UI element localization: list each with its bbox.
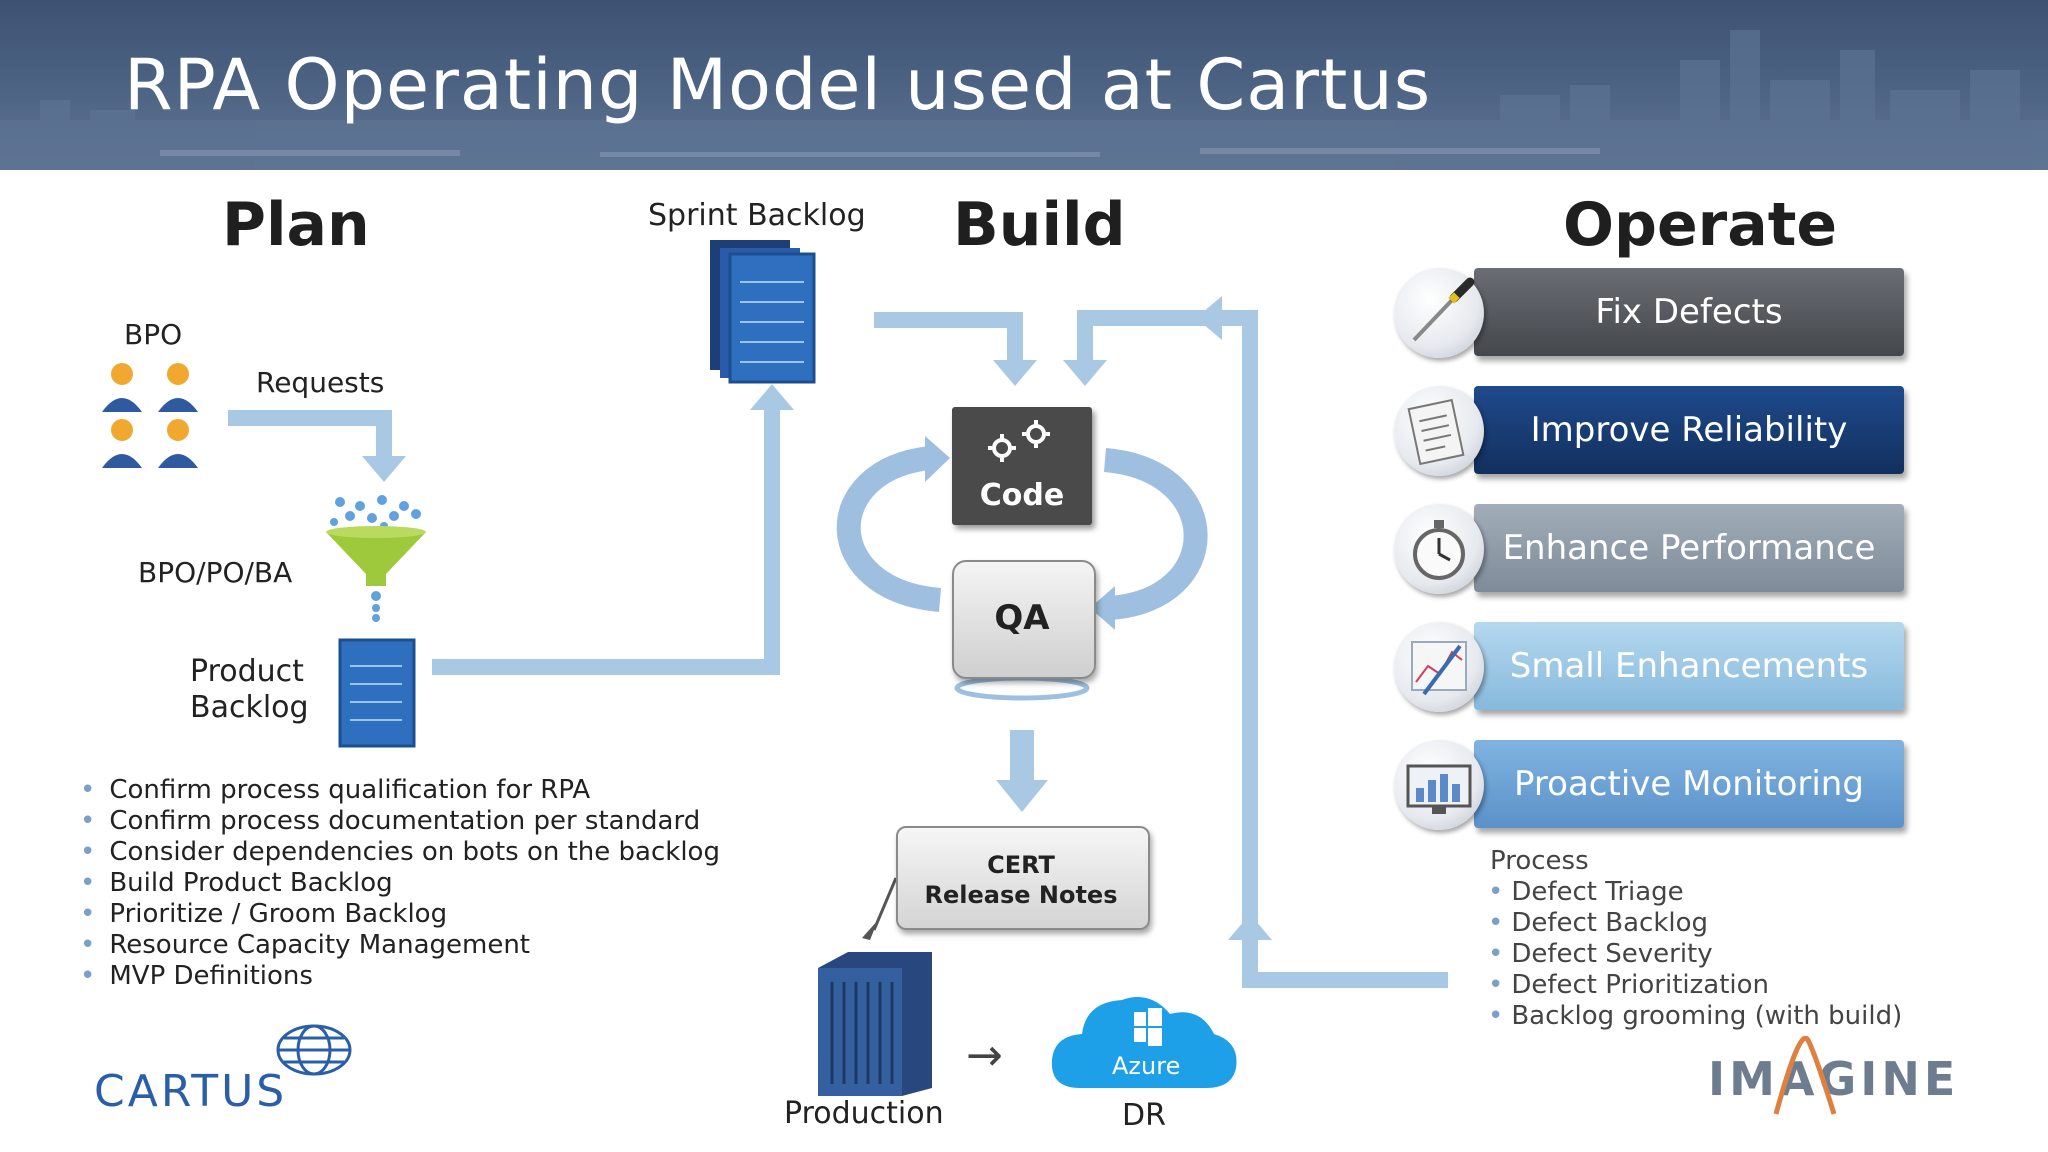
sprint-to-code-arrow: [874, 312, 1023, 360]
qa-to-cert-arrow: [1010, 730, 1034, 782]
chart-pen-icon: [1394, 622, 1484, 712]
qa-swirl: [954, 675, 1090, 701]
enhance-performance-button: Enhance Performance: [1474, 504, 1904, 592]
process-list: Defect Triage Defect Backlog Defect Seve…: [1488, 877, 1902, 1032]
imagine-logo: IMAGINE: [1708, 1052, 1960, 1106]
stopwatch-icon: [1394, 504, 1484, 594]
people-icon: [102, 363, 198, 468]
plan-bullet: Consider dependencies on bots on the bac…: [80, 837, 720, 868]
azure-cloud-icon: [1051, 997, 1237, 1088]
funnel-icon: [326, 495, 426, 622]
plan-bullet: Confirm process qualification for RPA: [80, 775, 720, 806]
plan-bullet: MVP Definitions: [80, 961, 720, 992]
requests-arrow: [228, 410, 392, 458]
process-item: Defect Severity: [1488, 939, 1902, 970]
cartus-logo: CARTUS: [94, 1066, 288, 1117]
requests-label: Requests: [256, 366, 385, 399]
clipboard-icon: [1394, 386, 1484, 476]
product-backlog-label: Product Backlog: [190, 654, 309, 725]
proactive-monitoring-button: Proactive Monitoring: [1474, 740, 1904, 828]
cert-release-notes-box: [896, 826, 1150, 930]
imagine-logo-swoosh: [1773, 1036, 1837, 1115]
cartus-globe-icon: [276, 1024, 352, 1076]
cycle-left-arrow: [836, 446, 942, 612]
cert-to-production-arrow: [872, 877, 898, 931]
sprint-backlog-stack-icon: [710, 240, 816, 384]
production-label: Production: [784, 1096, 944, 1131]
process-item: Defect Prioritization: [1488, 970, 1902, 1001]
production-to-dr-arrow: →: [966, 1030, 1003, 1081]
operate-feedback-arrow: [1077, 310, 1448, 988]
plan-bullet: Build Product Backlog: [80, 868, 720, 899]
process-heading: Process: [1490, 846, 1589, 876]
gears-icon: [988, 420, 1050, 462]
code-label: Code: [979, 478, 1065, 513]
qa-label: QA: [994, 598, 1050, 638]
product-backlog-document-icon: [338, 638, 416, 748]
screwdriver-icon: [1394, 268, 1484, 358]
plan-bullet: Prioritize / Groom Backlog: [80, 899, 720, 930]
title-banner: RPA Operating Model used at Cartus: [0, 0, 2048, 170]
slide-title: RPA Operating Model used at Cartus: [124, 44, 1432, 126]
plan-bullet: Resource Capacity Management: [80, 930, 720, 961]
bpo-label: BPO: [124, 318, 183, 351]
code-box: [952, 407, 1092, 525]
small-enhancements-button: Small Enhancements: [1474, 622, 1904, 710]
process-item: Backlog grooming (with build): [1488, 1001, 1902, 1032]
build-heading: Build: [953, 190, 1126, 260]
monitoring-screen-icon: [1394, 740, 1484, 830]
production-server-icon: [818, 952, 932, 1096]
process-item: Defect Triage: [1488, 877, 1902, 908]
city-skyline-image: [0, 0, 2048, 170]
fix-defects-button: Fix Defects: [1474, 268, 1904, 356]
plan-heading: Plan: [222, 190, 370, 260]
azure-label: Azure: [1112, 1052, 1181, 1080]
cycle-right-arrow: [1103, 448, 1208, 620]
plan-bullet-list: Confirm process qualification for RPA Co…: [80, 775, 720, 992]
dr-label: DR: [1122, 1098, 1166, 1133]
improve-reliability-button: Improve Reliability: [1474, 386, 1904, 474]
sprint-backlog-label: Sprint Backlog: [648, 198, 866, 233]
funnel-label: BPO/PO/BA: [138, 556, 293, 589]
process-item: Defect Backlog: [1488, 908, 1902, 939]
operate-heading: Operate: [1563, 190, 1838, 260]
backlog-to-sprint-arrow: [432, 408, 780, 675]
plan-bullet: Confirm process documentation per standa…: [80, 806, 720, 837]
cert-label: CERT Release Notes: [924, 851, 1118, 909]
qa-box: [952, 560, 1096, 679]
